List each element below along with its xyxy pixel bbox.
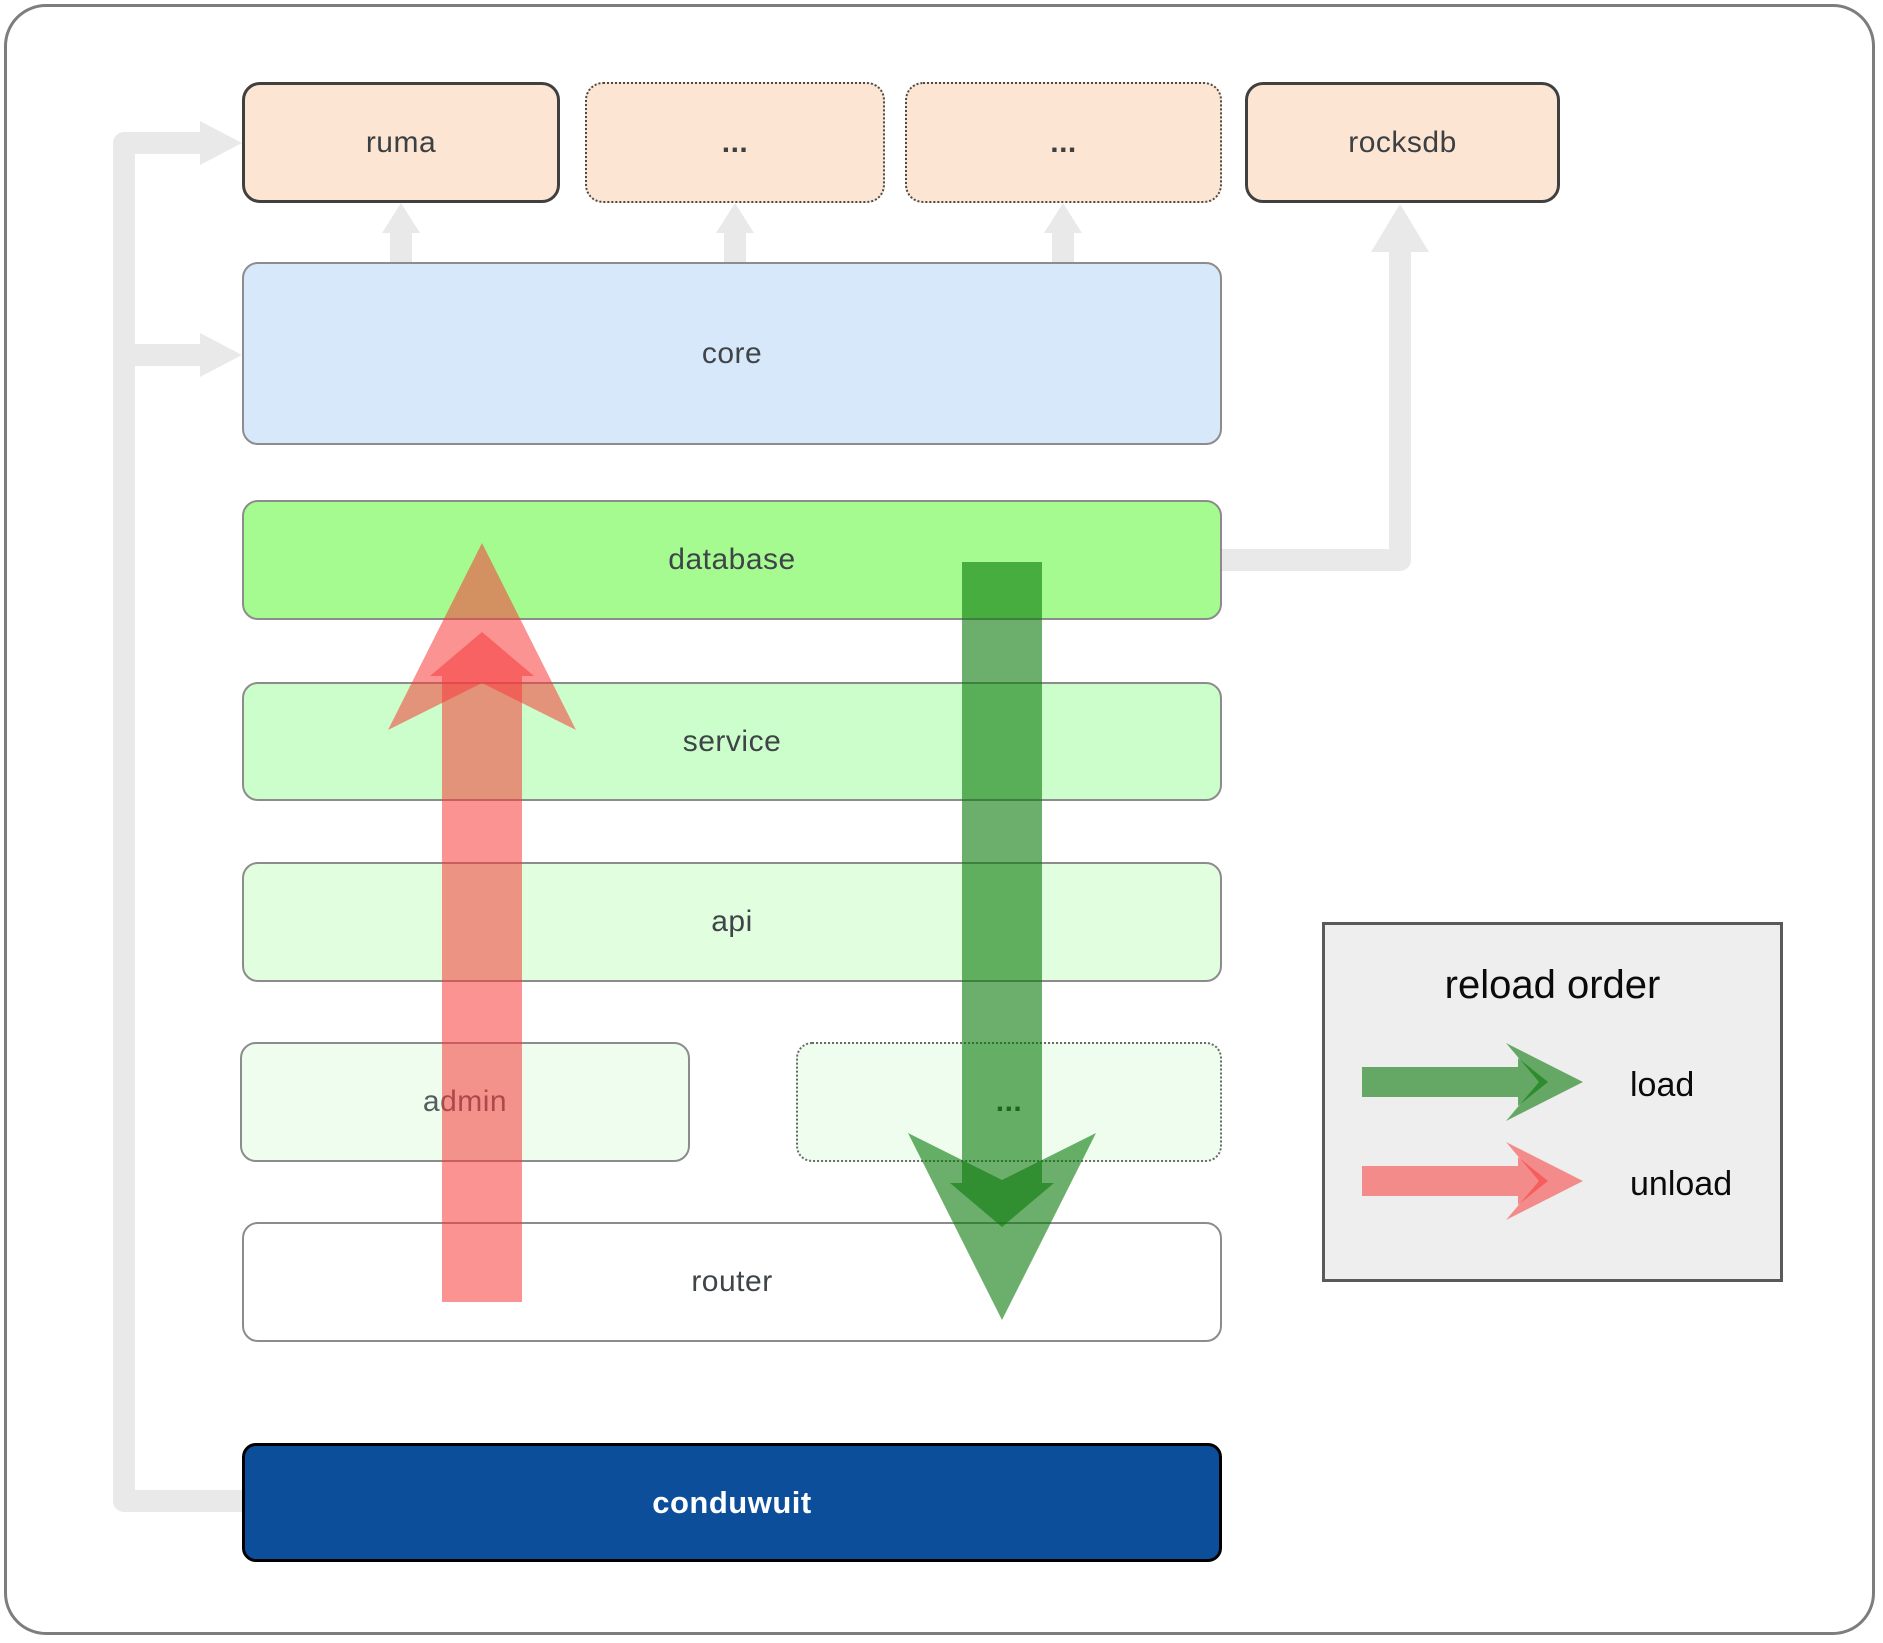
box-database: database [242, 500, 1222, 620]
box-conduwuit: conduwuit [242, 1443, 1222, 1562]
box-router: router [242, 1222, 1222, 1342]
box-conduwuit-label: conduwuit [652, 1484, 812, 1520]
box-rocksdb-label: rocksdb [1348, 125, 1457, 159]
box-api: api [242, 862, 1222, 982]
box-ruma: ruma [242, 82, 560, 203]
legend-load-label: load [1630, 1066, 1695, 1104]
box-admin: admin [240, 1042, 690, 1162]
box-admin-dots: ... [796, 1042, 1222, 1162]
box-service-label: service [682, 724, 782, 758]
diagram-outer-frame [4, 4, 1875, 1635]
legend-unload-label: unload [1630, 1165, 1733, 1203]
legend: reload order load unload [1322, 922, 1783, 1282]
box-service: service [242, 682, 1222, 801]
box-admin-label: admin [422, 1085, 508, 1118]
box-top-dots-2-label: ... [1050, 125, 1077, 159]
box-rocksdb: rocksdb [1245, 82, 1560, 203]
box-database-label: database [668, 543, 796, 576]
box-core: core [242, 262, 1222, 445]
box-ruma-label: ruma [365, 125, 437, 159]
box-core-label: core [701, 336, 763, 370]
box-top-dots-1: ... [585, 82, 885, 203]
box-top-dots-2: ... [905, 82, 1222, 203]
box-top-dots-1-label: ... [721, 125, 749, 159]
box-admin-dots-label: ... [995, 1085, 1023, 1118]
legend-title: reload order [1444, 963, 1661, 1007]
box-api-label: api [711, 905, 753, 938]
box-router-label: router [691, 1265, 773, 1298]
